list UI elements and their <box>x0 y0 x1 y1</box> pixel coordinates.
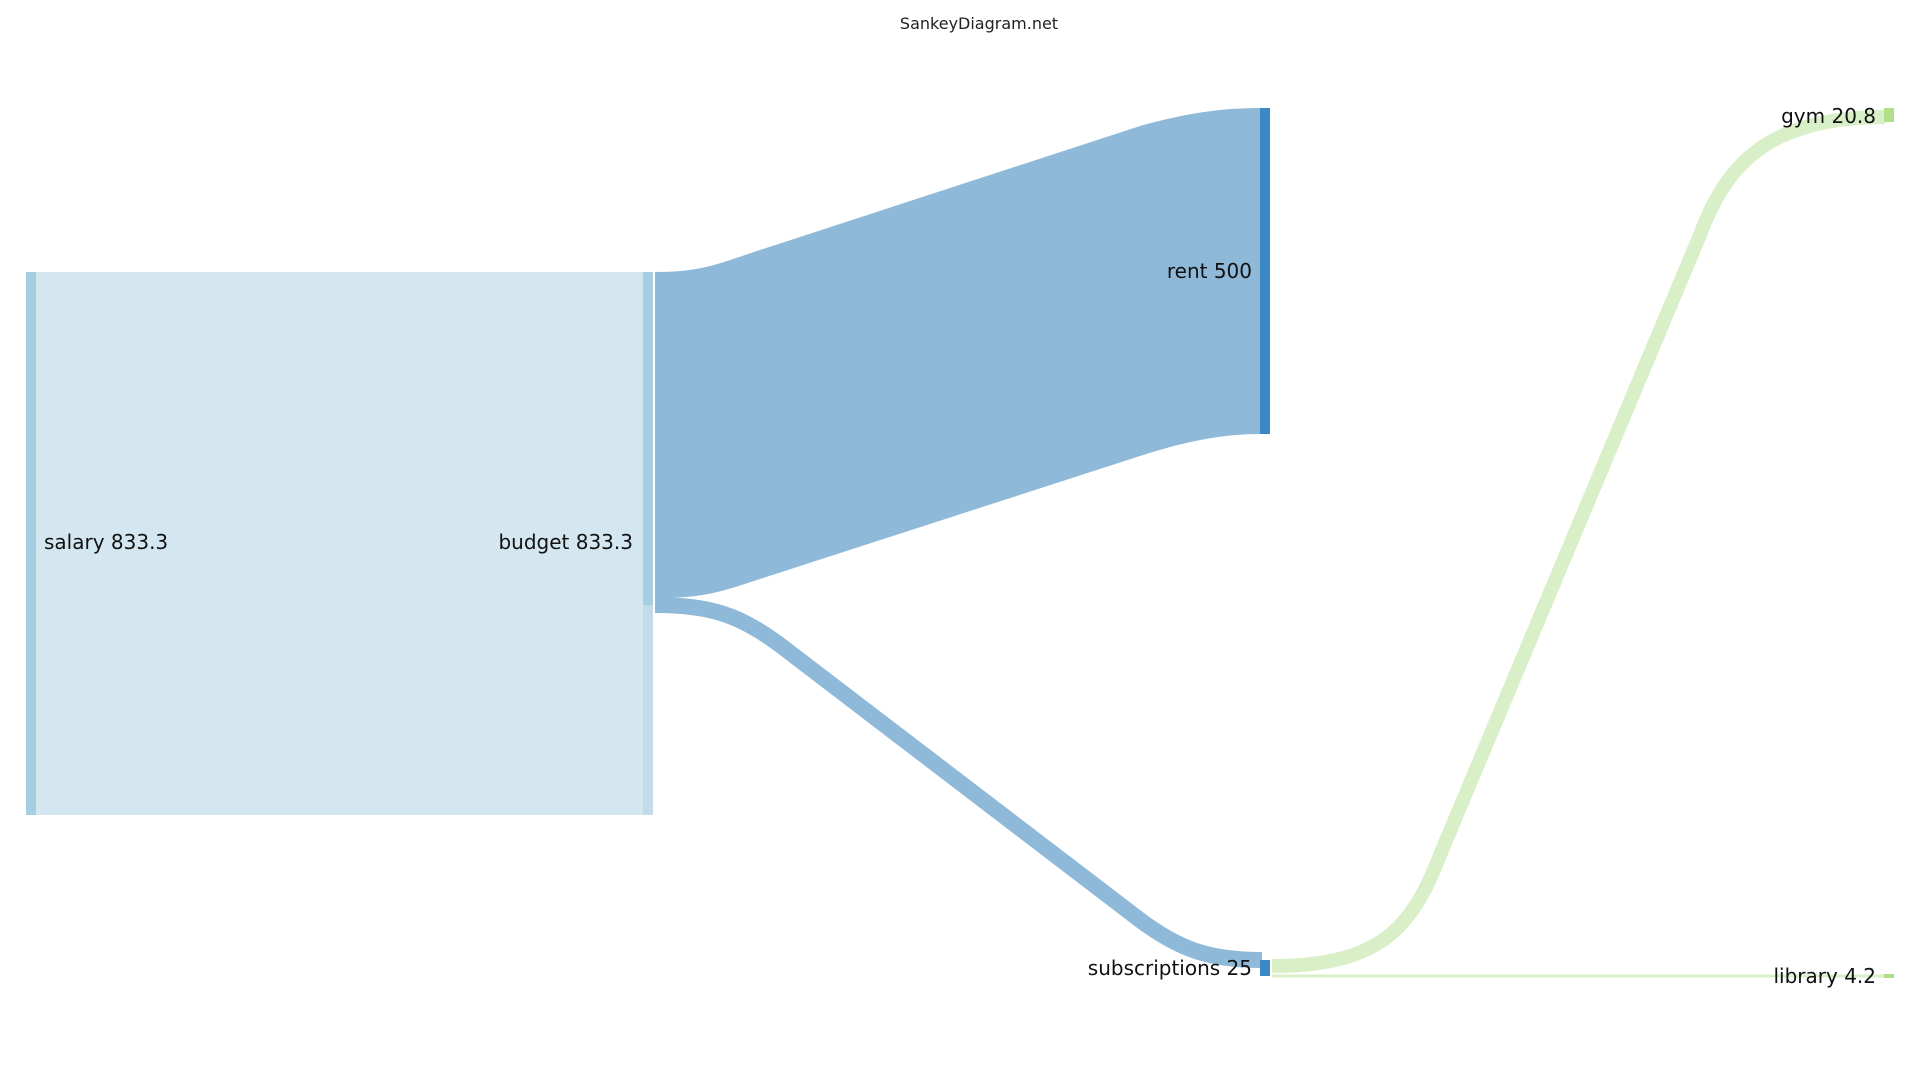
link-budget-subscriptions[interactable] <box>654 597 1263 968</box>
node-budget[interactable] <box>643 272 653 815</box>
node-subscriptions[interactable] <box>1260 960 1270 976</box>
node-budget-lower-part <box>643 605 653 815</box>
link-salary-budget[interactable] <box>35 272 645 815</box>
node-rent[interactable] <box>1260 108 1270 434</box>
node-library[interactable] <box>1884 974 1894 978</box>
link-budget-rent[interactable] <box>655 108 1262 598</box>
node-salary[interactable] <box>26 272 36 815</box>
node-gym[interactable] <box>1884 108 1894 122</box>
link-subscriptions-gym[interactable] <box>1271 110 1886 973</box>
